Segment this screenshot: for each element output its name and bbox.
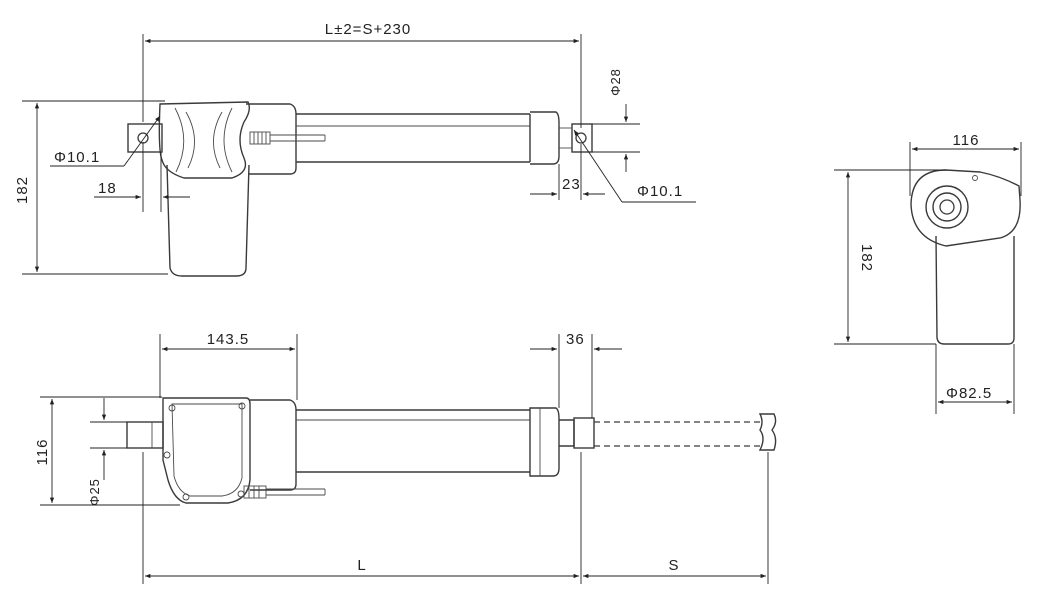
overall-length-label: L±2=S+230 [325, 21, 411, 38]
rod-end [571, 123, 593, 153]
end-view-housing [910, 169, 1021, 247]
top-gearbox-housing [162, 397, 251, 504]
rear-offset-label: 18 [98, 180, 117, 197]
side-height-label: 182 [14, 176, 31, 204]
retracted-length-label: L [357, 557, 366, 574]
rear-pin-diameter-label: Φ25 [87, 478, 102, 506]
side-view: L±2=S+230 182 Φ10.1 18 Φ28 23 Φ10.1 [14, 21, 696, 277]
top-outer-tube [296, 409, 530, 473]
rod-end-diameter-label: Φ28 [608, 68, 623, 96]
outer-tube [296, 113, 530, 163]
front-boss-width-label: 36 [566, 331, 585, 348]
top-cable-gland [243, 485, 326, 499]
cable-gland [249, 131, 326, 145]
front-hole-label: Φ10.1 [637, 183, 683, 200]
motor-body [166, 164, 250, 277]
end-view-motor [935, 235, 1015, 345]
top-view-height-label: 116 [34, 439, 51, 466]
end-view: 116 182 Φ82.5 [834, 132, 1022, 414]
rear-mount-block [127, 123, 163, 153]
top-view: 143.5 36 116 Φ25 L S [34, 331, 777, 584]
rear-pin [126, 421, 164, 449]
gearbox-housing [158, 101, 251, 179]
motor-diameter-label: Φ82.5 [946, 385, 992, 402]
gearbox-length-label: 143.5 [207, 331, 250, 348]
front-offset-label: 23 [562, 176, 581, 193]
top-motor-head [250, 399, 297, 491]
rear-hole-label: Φ10.1 [54, 149, 100, 166]
stroke-label: S [668, 557, 679, 574]
motor-head [246, 103, 297, 175]
end-view-width-label: 116 [953, 132, 980, 149]
end-view-height-label: 182 [858, 244, 875, 272]
extension-rod [559, 419, 575, 447]
front-boss [529, 111, 560, 165]
top-front-boss [529, 407, 560, 477]
